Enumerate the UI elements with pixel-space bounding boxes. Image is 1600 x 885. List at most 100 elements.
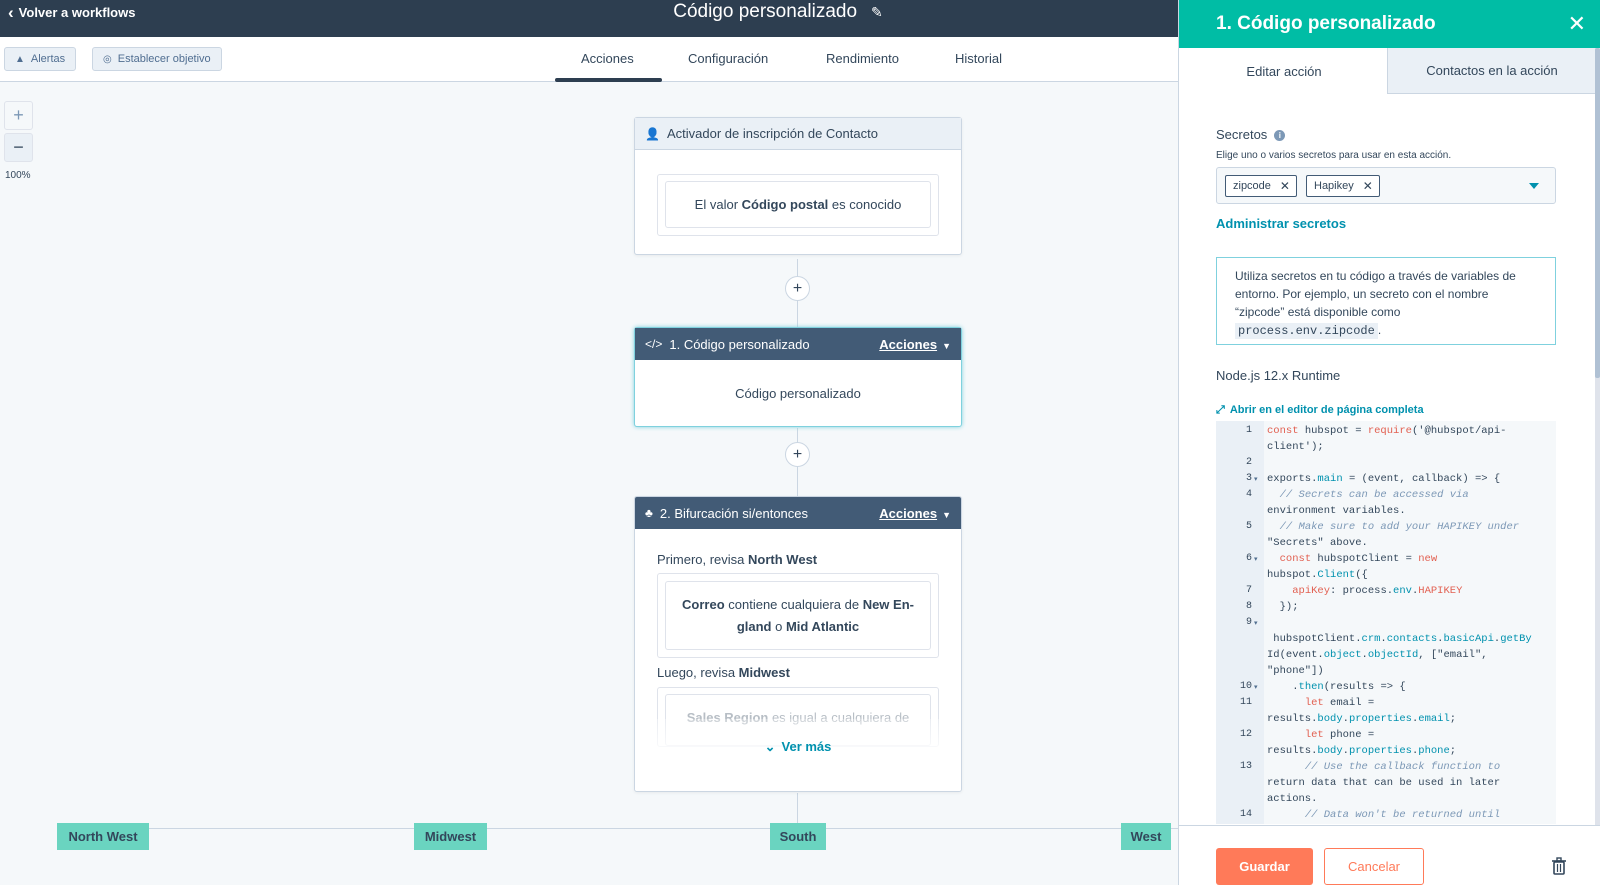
code-line: });	[1267, 601, 1299, 613]
close-icon[interactable]: ✕	[1567, 11, 1586, 36]
branch-label-north-west[interactable]: North West	[57, 823, 149, 850]
trigger-card-header: 👤 Activador de inscripción de Contacto	[635, 118, 961, 150]
cancel-button[interactable]: Cancelar	[1324, 848, 1424, 885]
tab-contacts-in-action[interactable]: Contactos en la acción	[1387, 48, 1596, 94]
tab-edit-action[interactable]: Editar acción	[1179, 48, 1389, 94]
line-number: 2	[1245, 457, 1252, 468]
actions-label: Acciones	[879, 505, 938, 521]
code-line: let email =	[1304, 697, 1375, 709]
chevron-down-icon: ⌄	[764, 739, 776, 754]
zoom-out-button[interactable]: −	[4, 133, 33, 162]
info-text: Utiliza secretos en tu código a través d…	[1235, 269, 1516, 319]
condition-suffix: es conocido	[828, 196, 902, 212]
line-number: 7	[1245, 585, 1252, 596]
code-line: return data that can be used in later	[1267, 777, 1501, 789]
code-line: apiKey: process.env.HAPIKEY	[1292, 585, 1463, 597]
fold-arrow-icon[interactable]: ▾	[1254, 684, 1258, 692]
condition-prefix: El valor	[694, 196, 742, 212]
line-number: 5	[1245, 521, 1252, 532]
fold-arrow-icon[interactable]: ▾	[1254, 620, 1258, 628]
fade-overlay	[635, 719, 961, 791]
code-line: let phone =	[1304, 729, 1375, 741]
chevron-left-icon: ‹	[8, 2, 14, 22]
branch-label-west[interactable]: West	[1121, 823, 1171, 850]
workflow-canvas[interactable]: + − 100% + + 👤 Activador de inscripción …	[0, 82, 1178, 885]
line-number: 13	[1239, 761, 1252, 772]
panel-scrollbar-track[interactable]	[1595, 48, 1600, 828]
branch-label-south[interactable]: South	[770, 823, 826, 850]
enrollment-trigger-card[interactable]: 👤 Activador de inscripción de Contacto E…	[634, 117, 962, 255]
branch-icon: ♣	[645, 506, 653, 520]
code-line: hubspotClient.crm.contacts.basicApi.getB…	[1267, 633, 1532, 645]
trash-icon[interactable]	[1549, 856, 1569, 876]
fold-arrow-icon[interactable]: ▾	[1254, 556, 1258, 564]
save-button[interactable]: Guardar	[1216, 848, 1313, 885]
code-line: // Make sure to add your HAPIKEY under	[1279, 521, 1520, 533]
line-number: 3	[1245, 473, 1252, 484]
if-then-branch-card[interactable]: ♣ 2. Bifurcación si/entonces Acciones▼ P…	[634, 496, 962, 792]
dropdown-caret-icon[interactable]	[1529, 183, 1539, 189]
tab-rendimiento[interactable]: Rendimiento	[826, 51, 899, 66]
tab-acciones[interactable]: Acciones	[581, 51, 634, 66]
active-tab-indicator	[555, 78, 662, 82]
line-number: 10	[1239, 681, 1252, 692]
info-code: process.env.zipcode	[1235, 323, 1378, 339]
see-more-label: Ver más	[781, 739, 832, 754]
info-icon[interactable]: i	[1274, 130, 1286, 141]
workflow-title-area: Código personalizado ✎	[0, 0, 1556, 24]
second-prefix: Luego, revisa	[657, 665, 739, 680]
remove-tag-icon[interactable]: ✕	[1362, 179, 1373, 193]
workflow-tabs: Acciones Configuración Rendimiento Histo…	[0, 37, 1178, 82]
open-editor-label: Abrir en el editor de página completa	[1229, 404, 1424, 416]
line-number: 4	[1245, 489, 1252, 500]
line-number: 6	[1245, 553, 1252, 564]
tab-historial[interactable]: Historial	[955, 51, 1002, 66]
action2-title: 2. Bifurcación si/entonces	[659, 505, 809, 521]
zoom-level: 100%	[5, 170, 31, 181]
line-number: 11	[1239, 697, 1252, 708]
back-label: Volver a workflows	[18, 4, 136, 20]
secrets-select[interactable]: zipcode✕ Hapikey✕	[1216, 167, 1556, 204]
see-more-link[interactable]: ⌄ Ver más	[635, 739, 961, 755]
secrets-info-box: Utiliza secretos en tu código a través d…	[1216, 257, 1556, 345]
cond1-operator: contiene cualquiera de	[724, 596, 863, 612]
action-editor-panel: 1. Código personalizado ✕ Editar acción …	[1178, 0, 1600, 885]
action1-actions-menu[interactable]: Acciones▼	[879, 337, 951, 352]
code-line: "phone"])	[1267, 665, 1324, 677]
code-line: Id(event.object.objectId, ["email",	[1267, 649, 1488, 661]
fold-arrow-icon[interactable]: ▾	[1254, 476, 1258, 484]
code-line: // Data won't be returned until	[1304, 809, 1501, 821]
secrets-help: Elige uno o varios secretos para usar en…	[1216, 150, 1452, 161]
branch1-condition-text: Correo contiene cualquiera de New En- gl…	[682, 594, 914, 638]
panel-scrollbar-thumb[interactable]	[1595, 48, 1600, 378]
open-full-editor-link[interactable]: ⤢Abrir en el editor de página completa	[1216, 404, 1424, 417]
set-goal-button[interactable]: ◎ Establecer objetivo	[92, 47, 222, 71]
code-line: client');	[1267, 441, 1324, 453]
info-text-end: .	[1377, 323, 1382, 337]
connector-line	[797, 793, 798, 839]
zoom-in-button[interactable]: +	[4, 101, 33, 130]
actions-label: Acciones	[879, 336, 938, 352]
remove-tag-icon[interactable]: ✕	[1279, 179, 1290, 193]
second-branch-label: Luego, revisa Midwest	[657, 665, 790, 680]
add-action-button[interactable]: +	[785, 276, 810, 301]
trigger-condition[interactable]: El valor Código postal es conocido	[665, 181, 931, 228]
action2-actions-menu[interactable]: Acciones▼	[879, 506, 951, 521]
first-branch-name: North West	[748, 552, 818, 567]
custom-code-action-card[interactable]: </> 1. Código personalizado Acciones▼ Có…	[634, 327, 962, 427]
add-action-button[interactable]: +	[785, 442, 810, 467]
line-number: 1	[1245, 425, 1252, 436]
code-line: "Secrets" above.	[1267, 537, 1368, 549]
first-branch-label: Primero, revisa North West	[657, 552, 817, 567]
pencil-icon[interactable]: ✎	[871, 3, 883, 20]
back-to-workflows-link[interactable]: ‹ Volver a workflows	[8, 0, 135, 24]
secondary-toolbar: ▲ Alertas ◎ Establecer objetivo Acciones…	[0, 37, 1178, 82]
alerts-label: Alertas	[30, 53, 66, 65]
code-icon: </>	[645, 337, 663, 351]
branch-label-midwest[interactable]: Midwest	[414, 823, 487, 850]
alerts-button[interactable]: ▲ Alertas	[4, 47, 77, 71]
manage-secrets-link[interactable]: Administrar secretos	[1216, 216, 1347, 231]
branch1-condition[interactable]: Correo contiene cualquiera de New En- gl…	[665, 581, 931, 650]
tab-configuracion[interactable]: Configuración	[688, 51, 769, 66]
